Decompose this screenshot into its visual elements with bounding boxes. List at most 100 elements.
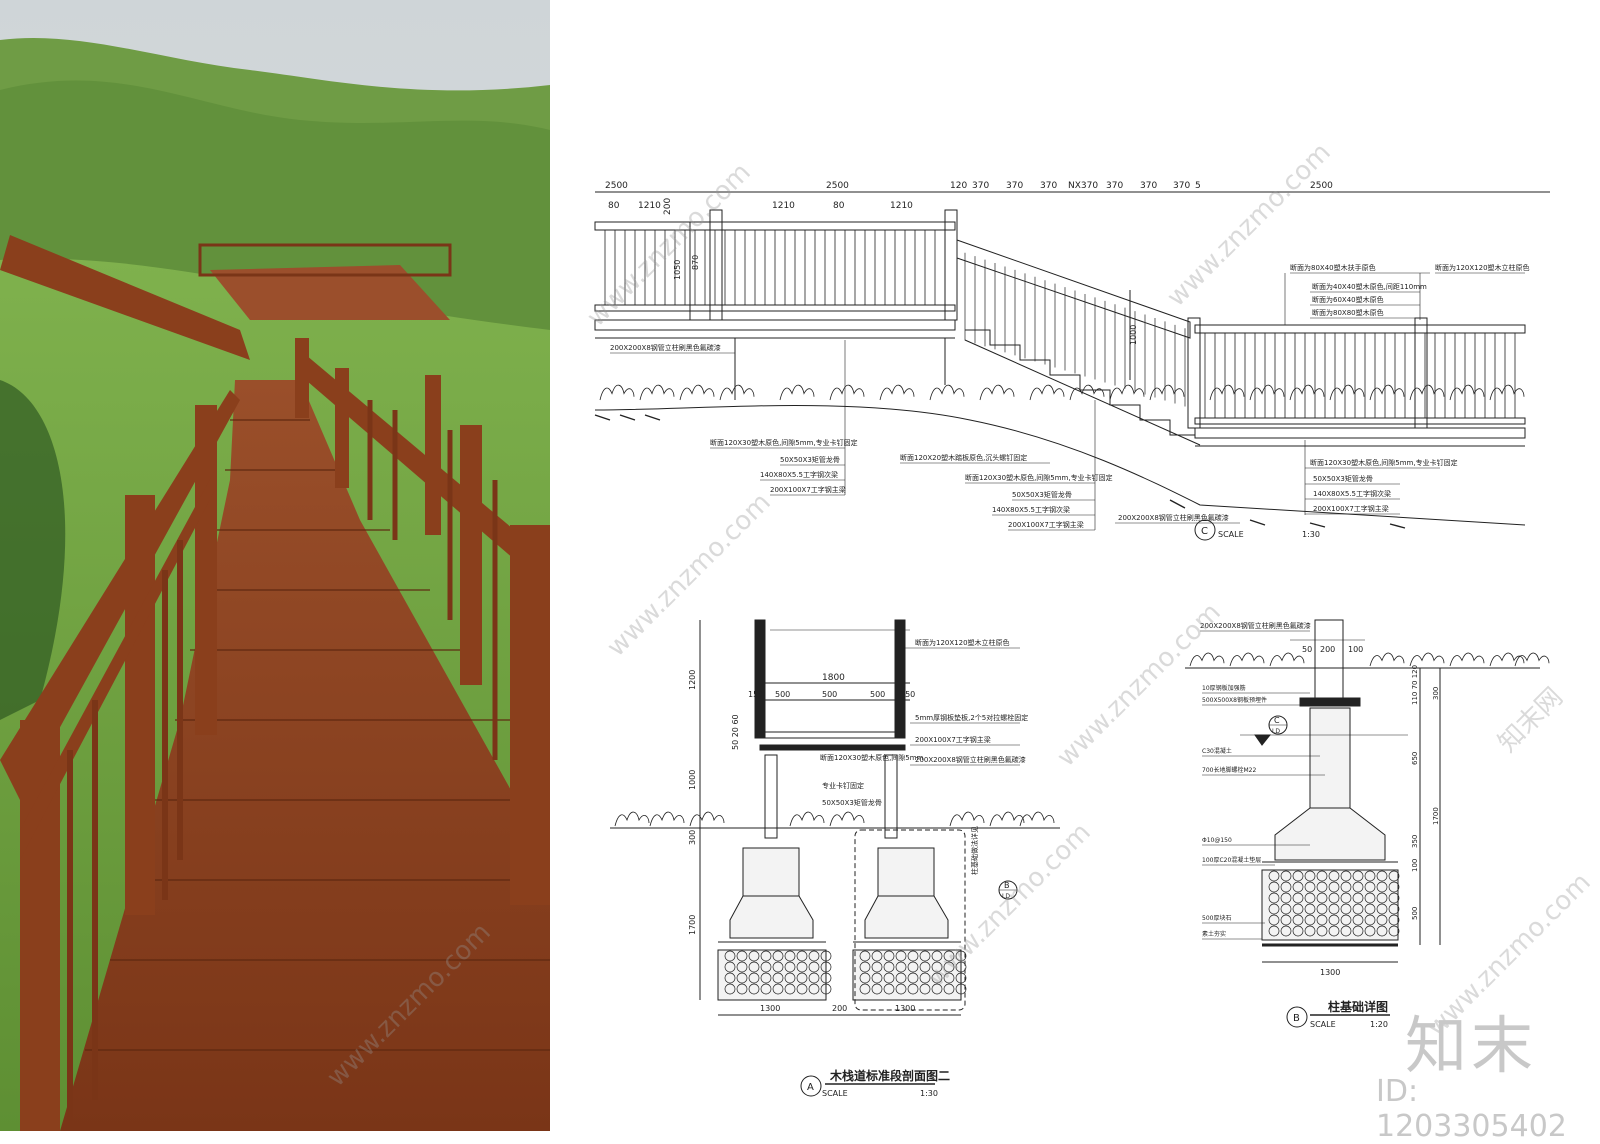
a-label: 专业卡钉固定 (822, 781, 864, 790)
b-label: 700长地脚螺栓M22 (1202, 766, 1256, 774)
marker-letter: A (807, 1082, 814, 1093)
b-dim-top: 100 (1348, 645, 1363, 654)
a-vdim: 1700 (688, 915, 697, 935)
c-label: 断面为60X40塑木原色 (1312, 295, 1384, 304)
boardwalk-photo (0, 0, 550, 1131)
c-label: 200X100X7工字钢主梁 (1008, 520, 1084, 529)
footing-right (852, 847, 962, 1001)
b-bottom-dim: 1300 (1320, 968, 1340, 977)
b-vdim: 650 (1411, 752, 1419, 765)
c-dim: 80 (833, 201, 845, 211)
c-label: 140X80X5.5工字钢次梁 (760, 470, 838, 479)
c-dim: 80 (608, 201, 620, 211)
image-id: ID: 1203305402 (1376, 1074, 1567, 1144)
a-sub-dim: 150 (748, 690, 763, 699)
scale-value: 1:20 (1370, 1020, 1388, 1029)
ref-code: LD (1272, 728, 1280, 735)
ref-letter: C (1274, 716, 1280, 725)
c-label: 50X50X3矩管龙骨 (780, 455, 840, 464)
b-footing-body (1261, 707, 1399, 947)
a-vdim: 1000 (688, 770, 697, 790)
b-label: 100厚C20混凝土垫层 (1202, 856, 1261, 864)
c-dim: 120 (950, 181, 967, 191)
c-label: 140X80X5.5工字钢次梁 (992, 505, 1070, 514)
a-label: 200X100X7工字钢主梁 (915, 735, 991, 744)
a-sub-dim: 500 (870, 690, 885, 699)
section-a-detail: 断面为120X120塑木立柱原色 1800 150 500 500 500 15… (610, 619, 1060, 1098)
a-footing-note: 柱基础做法详见 (970, 826, 979, 875)
c-dim: 5 (1195, 181, 1201, 191)
marker-letter: B (1293, 1013, 1300, 1024)
a-bottom-dim: 1300 (895, 1004, 915, 1013)
c-dim: 1210 (890, 201, 913, 211)
a-small-dims: 50 20 60 (731, 714, 740, 750)
section-title: 木栈道标准段剖面图二 (829, 1068, 950, 1083)
a-sub-dim: 500 (775, 690, 790, 699)
c-vdim: 1000 (1129, 325, 1138, 345)
c-dim: 200 (663, 198, 673, 215)
marker-letter: C (1201, 526, 1208, 537)
c-label: 断面为80X40塑木扶手原色 (1290, 263, 1376, 272)
b-vdim: 1700 (1432, 807, 1440, 825)
b-label: 500厚块石 (1202, 914, 1231, 922)
scale-value: 1:30 (1302, 530, 1320, 539)
c-dim: NX370 (1068, 181, 1098, 191)
a-bottom-dim: 200 (832, 1004, 847, 1013)
a-width-dim: 1800 (822, 673, 845, 683)
c-dim: 370 (1040, 181, 1057, 191)
c-bottom-label: 200X200X8钢管立柱刷黑色氟碳漆 (1118, 513, 1229, 522)
c-dim: 2500 (605, 181, 628, 191)
deck-surface (60, 380, 550, 1131)
c-dim: 2500 (826, 181, 849, 191)
b-label: C30混凝土 (1202, 747, 1232, 755)
brand-logo: 知末 (1405, 1009, 1538, 1082)
c-vdim: 1050 (673, 260, 682, 280)
c-label: 200X100X7工字钢主梁 (1313, 504, 1389, 513)
c-vdim: 870 (691, 255, 700, 270)
b-vdim: 110 70 120 (1411, 665, 1419, 705)
a-label: 断面120X30塑木原色,间隙5mm (820, 753, 924, 762)
section-b-footing: 200X200X8钢管立柱刷黑色氟碳漆 50 200 100 (1185, 619, 1550, 1029)
section-title: 柱基础详图 (1328, 999, 1388, 1014)
b-label: 10厚钢板加强筋 (1202, 684, 1246, 692)
c-dim: 370 (972, 181, 989, 191)
a-label: 200X200X8钢管立柱刷黑色氟碳漆 (915, 755, 1026, 764)
section-marker-b (1286, 1006, 1308, 1028)
b-label: 500X500X8钢板预埋件 (1202, 696, 1267, 704)
section-c-elevation: 2500 80 1210 200 2500 1210 80 1210 120 3… (594, 181, 1550, 541)
scale-value: 1:30 (920, 1089, 938, 1098)
c-label: 断面120X30塑木原色,间隙5mm,专业卡钉固定 (710, 438, 858, 447)
a-post-label: 断面为120X120塑木立柱原色 (915, 638, 1010, 647)
c-label: 断面120X30塑木原色,间隙5mm,专业卡钉固定 (1310, 458, 1458, 467)
b-vdim: 100 (1411, 859, 1419, 872)
c-dim: 2500 (1310, 181, 1333, 191)
a-label: 50X50X3矩管龙骨 (822, 798, 882, 807)
c-dim: 370 (1006, 181, 1023, 191)
a-vdim: 300 (688, 830, 697, 845)
section-marker-c (1194, 519, 1216, 541)
c-label: 断面为120X120塑木立柱原色 (1435, 263, 1530, 272)
c-dim: 370 (1106, 181, 1123, 191)
b-top-label: 200X200X8钢管立柱刷黑色氟碳漆 (1200, 621, 1311, 630)
b-vdim: 500 (1411, 907, 1419, 920)
a-sub-dim: 500 (822, 690, 837, 699)
a-label: 5mm厚钢板垫板,2个5对拉螺栓固定 (915, 713, 1028, 722)
scale-word: SCALE (822, 1089, 848, 1098)
a-vdim: 1200 (688, 670, 697, 690)
section-marker-a (800, 1075, 822, 1097)
c-label: 50X50X3矩管龙骨 (1012, 490, 1072, 499)
b-vdim: 350 (1411, 835, 1419, 848)
c-dim: 1210 (638, 201, 661, 211)
scale-word: SCALE (1218, 530, 1244, 539)
b-dim-top: 200 (1320, 645, 1335, 654)
b-label: 素土夯实 (1202, 930, 1226, 938)
a-bottom-dim: 1300 (760, 1004, 780, 1013)
footing-left (717, 847, 827, 1001)
c-label: 断面为40X40塑木原色,间距110mm (1312, 282, 1427, 291)
b-dim-top: 50 (1302, 645, 1312, 654)
c-label: 断面120X20塑木踏板原色,沉头螺钉固定 (900, 453, 1027, 462)
a-sub-dim: 150 (900, 690, 915, 699)
c-label: 50X50X3矩管龙骨 (1313, 474, 1373, 483)
c-dim: 370 (1173, 181, 1190, 191)
b-vdim: 300 (1432, 687, 1440, 700)
